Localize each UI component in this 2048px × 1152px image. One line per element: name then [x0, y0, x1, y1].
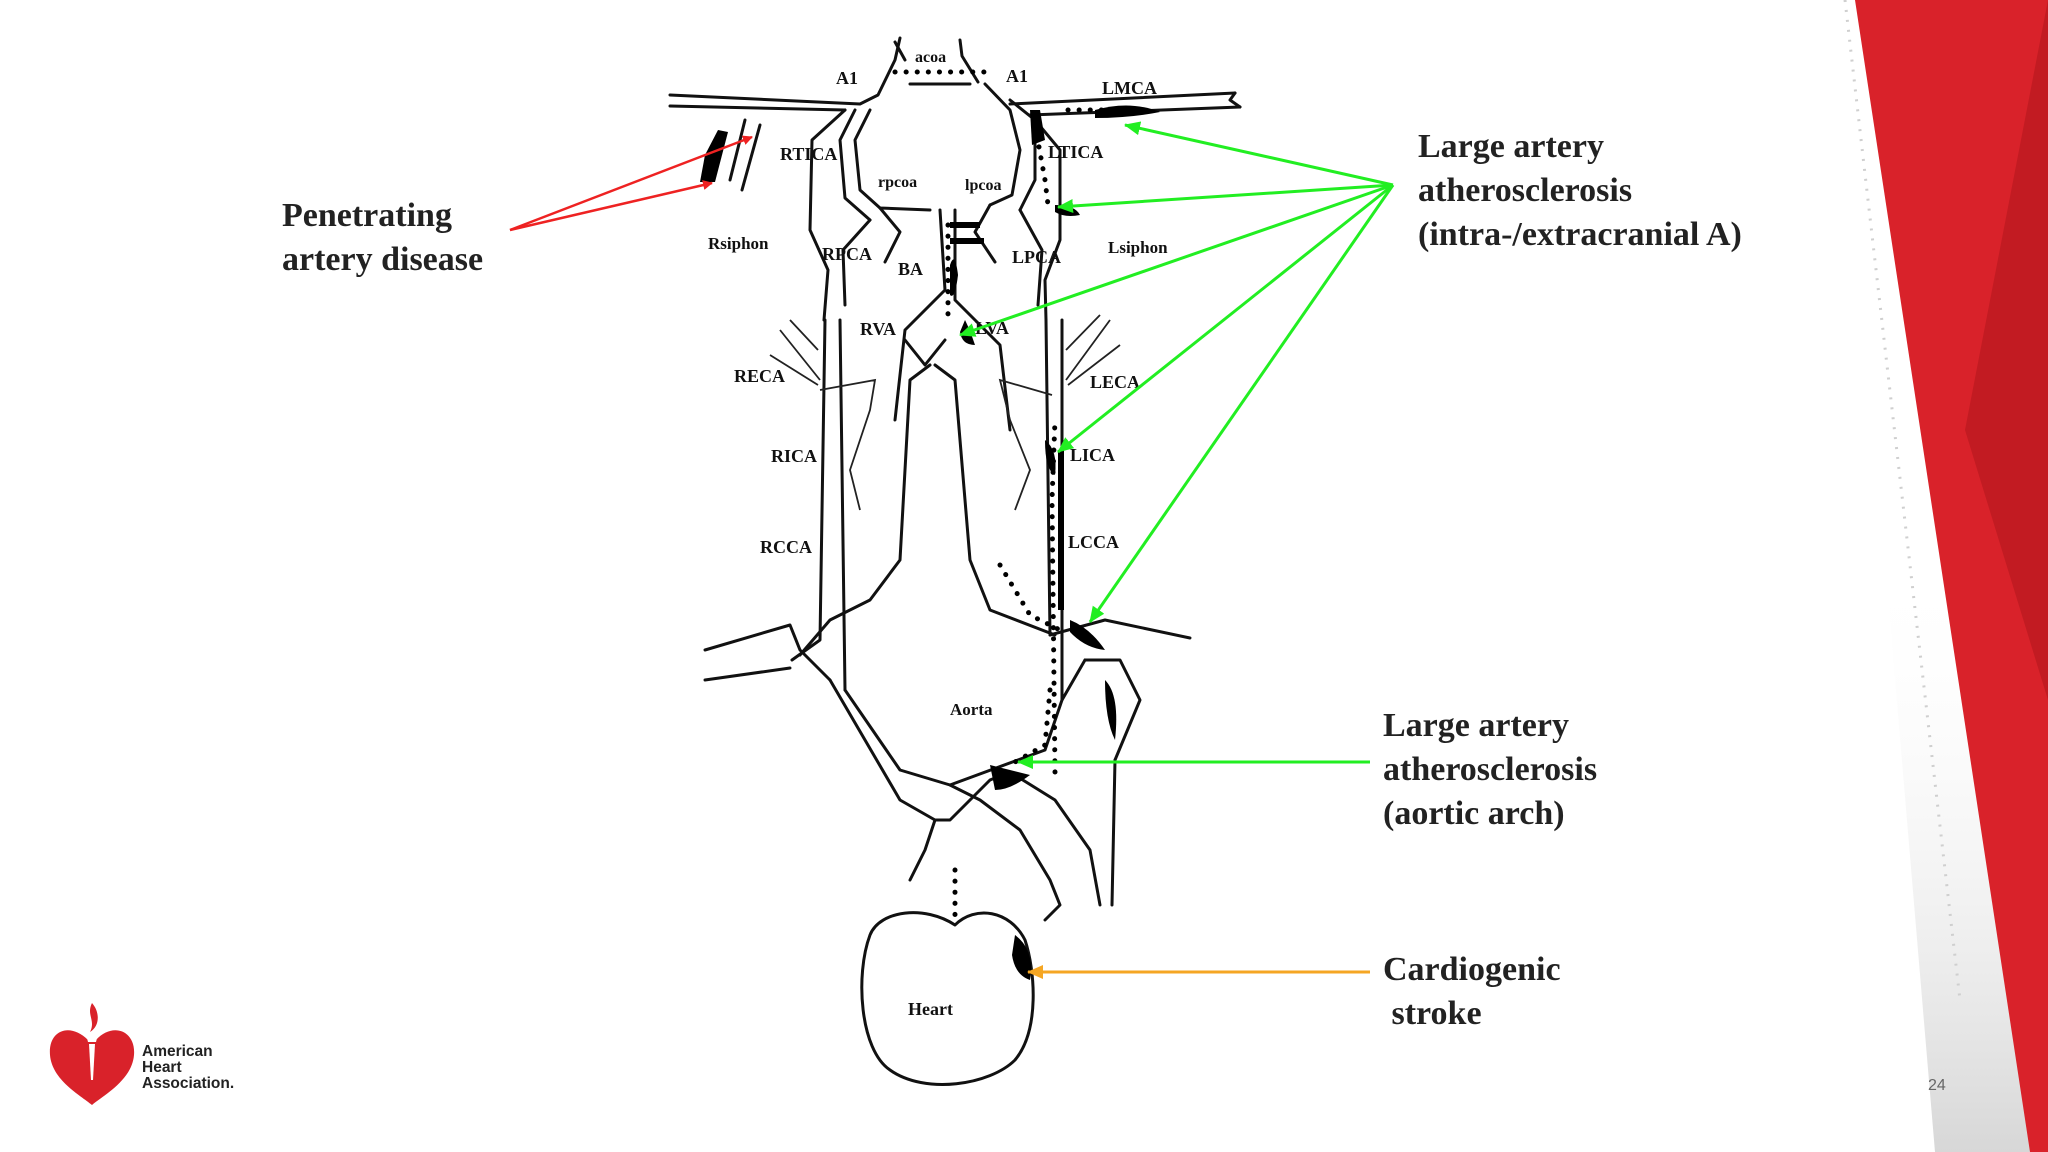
label-rva: RVA [860, 319, 896, 339]
vessel-labels: acoa A1 A1 LMCA RTICA LTICA rpcoa lpcoa … [708, 49, 1168, 1019]
label-a1-left: A1 [836, 68, 858, 88]
label-heart: Heart [908, 999, 953, 1019]
cardiogenic-line-1: Cardiogenic [1383, 951, 1561, 988]
label-rica: RICA [771, 446, 817, 466]
large-aortic-line-3: (aortic arch) [1383, 795, 1565, 832]
label-leca: LECA [1090, 372, 1140, 392]
label-ba: BA [898, 259, 923, 279]
label-lcca: LCCA [1068, 532, 1119, 552]
logo-line-3: Association. [142, 1075, 235, 1092]
annotation-cardiogenic: Cardiogenic stroke [1383, 951, 1561, 1032]
label-a1-right: A1 [1006, 66, 1028, 86]
large-intra-line-1: Large artery [1418, 128, 1604, 165]
label-rpcoa: rpcoa [878, 174, 917, 191]
annotation-penetrating: Penetrating artery disease [282, 197, 483, 278]
label-rtica: RTICA [780, 144, 837, 164]
penetrating-line-2: artery disease [282, 241, 483, 278]
label-aorta: Aorta [950, 700, 993, 719]
large-aortic-line-1: Large artery [1383, 707, 1569, 744]
large-aortic-line-2: atherosclerosis [1383, 751, 1597, 788]
logo-line-2: Heart [142, 1059, 182, 1076]
aha-logo-text: American Heart Association. [142, 1044, 234, 1092]
label-lpca: LPCA [1012, 247, 1061, 267]
label-lpcoa: lpcoa [965, 177, 1001, 194]
label-lsiphon: Lsiphon [1108, 238, 1168, 257]
label-rpca: RPCA [822, 244, 872, 264]
label-rcca: RCCA [760, 537, 812, 557]
label-lmca: LMCA [1102, 78, 1157, 98]
large-intra-line-3: (intra-/extracranial A) [1418, 216, 1742, 253]
annotation-arrows [509, 121, 1395, 979]
label-ltica: LTICA [1048, 142, 1103, 162]
large-intra-line-2: atherosclerosis [1418, 172, 1632, 209]
page-number: 24 [1928, 1077, 1946, 1094]
heart-torch-icon [49, 1003, 135, 1105]
annotation-large-artery-aortic: Large artery atherosclerosis (aortic arc… [1383, 707, 1597, 832]
decorative-band [1843, 0, 2048, 1152]
label-lva: LVA [975, 318, 1009, 338]
cardiogenic-line-2: stroke [1383, 995, 1482, 1032]
label-lica: LICA [1070, 445, 1115, 465]
penetrating-line-1: Penetrating [282, 197, 452, 234]
annotation-large-artery-intra: Large artery atherosclerosis (intra-/ext… [1418, 128, 1742, 253]
label-acoa: acoa [915, 49, 946, 66]
label-reca: RECA [734, 366, 785, 386]
label-rsiphon: Rsiphon [708, 234, 769, 253]
logo-line-1: American [142, 1043, 213, 1060]
arterial-tree-diagram [668, 36, 1242, 1086]
